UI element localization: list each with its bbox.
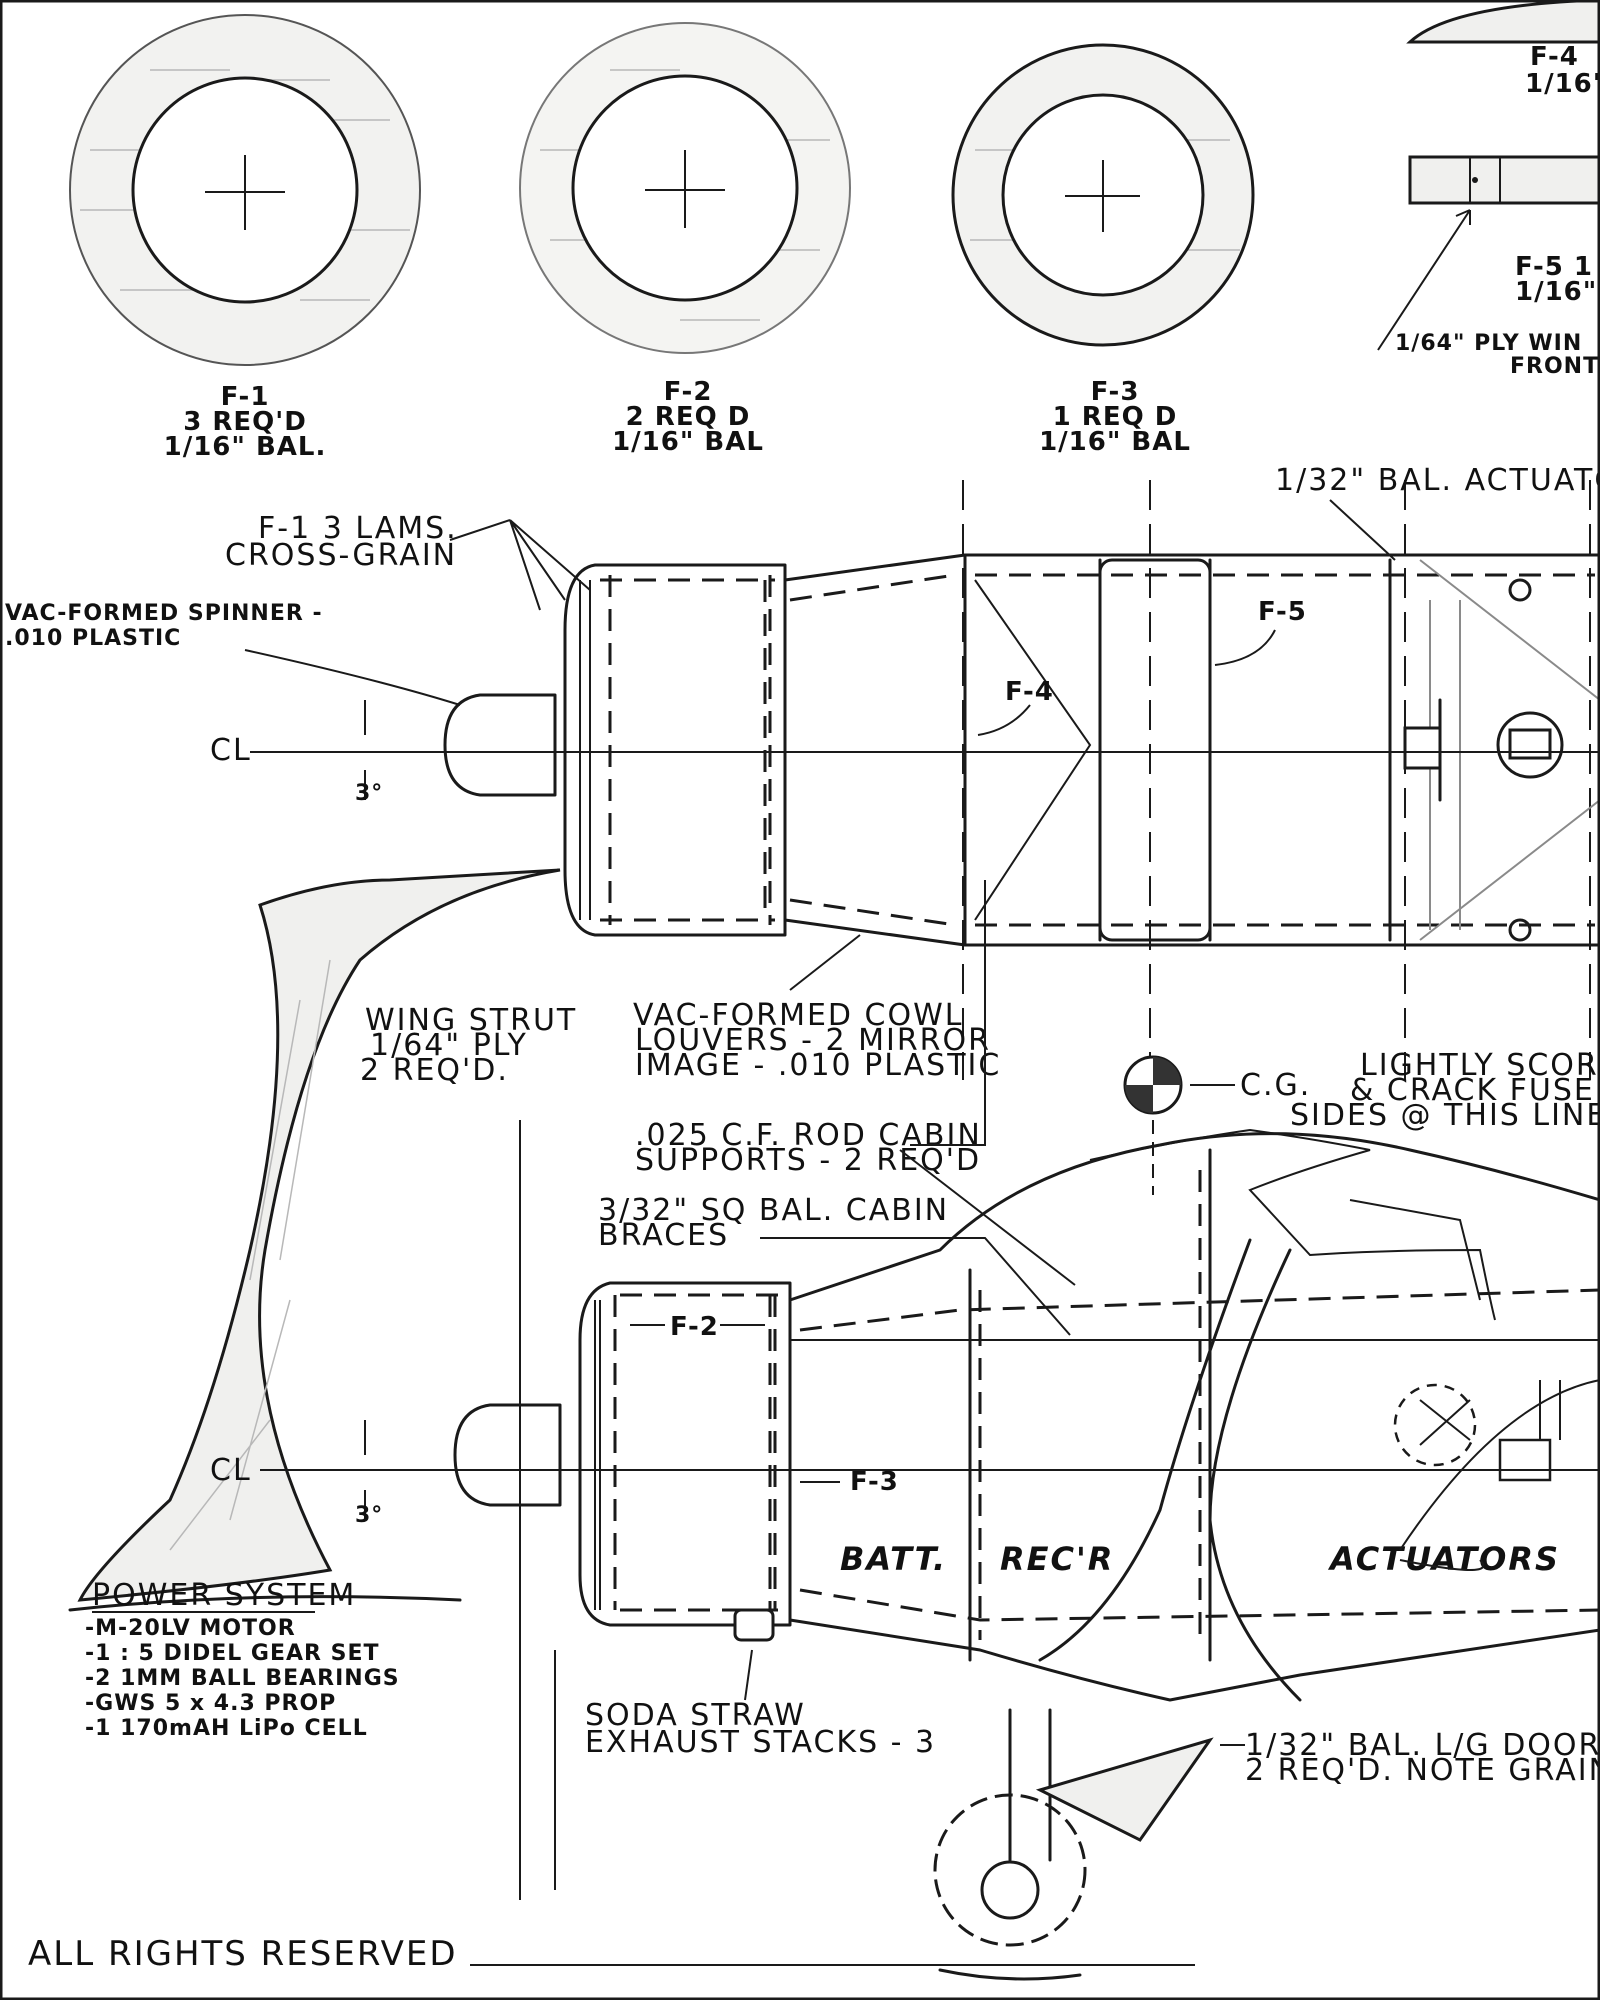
exhaust-line-2: EXHAUST STACKS - 3 xyxy=(585,1725,936,1760)
f4-part: F-4 1/16" xyxy=(1406,0,1600,99)
brace-line-1: 3/32" SQ BAL. CABIN xyxy=(598,1193,949,1228)
cowl-line-3: IMAGE - .010 PLASTIC xyxy=(635,1048,1001,1083)
power-item-4: -GWS 5 x 4.3 PROP xyxy=(85,1691,336,1716)
former-f3: F-3 1 REQ D 1/16" BAL xyxy=(951,43,1255,457)
former-f2: F-2 2 REQ D 1/16" BAL xyxy=(519,22,851,457)
doors-line-2: 2 REQ'D. NOTE GRAIN xyxy=(1245,1753,1600,1788)
strut-line-1: WING STRUT xyxy=(365,1003,577,1038)
power-system: POWER SYSTEM -M-20LV MOTOR -1 : 5 DIDEL … xyxy=(85,1578,400,1741)
f5-part: F-5 1 1/16" I 1/64" PLY WIN FRONT F xyxy=(1377,155,1600,379)
ply-note-2: FRONT F xyxy=(1510,354,1600,379)
score-line-3: SIDES @ THIS LINE — xyxy=(1290,1098,1600,1133)
f2-qty: 2 REQ D xyxy=(626,402,751,432)
f3-id: F-3 xyxy=(1091,377,1140,407)
cowl-line-2: LOUVERS - 2 MIRROR xyxy=(635,1023,991,1058)
cowl-line-1: VAC-FORMED COWL xyxy=(633,998,964,1033)
f3-material: 1/16" BAL xyxy=(1039,427,1191,457)
actuators-label: ACTUATORS xyxy=(1327,1540,1560,1578)
brace-line-2: BRACES xyxy=(598,1218,729,1253)
f1-lams-2: CROSS-GRAIN xyxy=(225,538,457,573)
power-item-3: -2 1MM BALL BEARINGS xyxy=(85,1666,400,1691)
rights-reserved: ALL RIGHTS RESERVED xyxy=(28,1934,458,1974)
power-item-1: -M-20LV MOTOR xyxy=(85,1616,296,1641)
exhaust-note: SODA STRAW EXHAUST STACKS - 3 xyxy=(585,1698,936,1760)
side-cl: CL xyxy=(210,1453,252,1488)
actuator-label: 1/32" BAL. ACTUATOR xyxy=(1275,463,1600,498)
f1-id: F-1 xyxy=(221,382,270,412)
doors-line-1: 1/32" BAL. L/G DOORS xyxy=(1245,1728,1600,1763)
f1-material: 1/16" BAL. xyxy=(164,432,327,462)
f1-qty: 3 REQ'D xyxy=(183,407,307,437)
f5-material: 1/16" I xyxy=(1515,277,1600,307)
side-angle: 3° xyxy=(355,1503,383,1528)
cabin-notes: .025 C.F. ROD CABIN SUPPORTS - 2 REQ'D 3… xyxy=(598,880,1076,1336)
top-view: CL 3° F-1 3 LAMS. CROSS-GRAIN VAC-FORMED… xyxy=(5,463,1600,1080)
recr-label: REC'R xyxy=(1000,1540,1114,1578)
ply-note-1: 1/64" PLY WIN xyxy=(1395,331,1582,356)
wing-strut: WING STRUT 1/64" PLY 2 REQ'D. xyxy=(68,868,577,1900)
f4-id: F-4 xyxy=(1530,42,1579,72)
f5-id: F-5 1 xyxy=(1515,252,1593,282)
score-line-2: & CRACK FUSELAGE xyxy=(1350,1073,1600,1108)
power-title: POWER SYSTEM xyxy=(92,1578,356,1613)
cg-label: C.G. xyxy=(1240,1068,1311,1103)
side-view: CL 3° F-2 F-3 BATT. REC'R ACTUATORS xyxy=(210,1128,1600,1981)
power-item-2: -1 : 5 DIDEL GEAR SET xyxy=(85,1641,380,1666)
spinner-2: .010 PLASTIC xyxy=(5,626,181,651)
f2-material: 1/16" BAL xyxy=(612,427,764,457)
f3-qty: 1 REQ D xyxy=(1053,402,1178,432)
former-f1: F-1 3 REQ'D 1/16" BAL. xyxy=(69,14,421,462)
doors-note: 1/32" BAL. L/G DOORS 2 REQ'D. NOTE GRAIN xyxy=(1245,1728,1600,1788)
side-f2: F-2 xyxy=(670,1312,719,1342)
cg-marker: C.G. LIGHTLY SCORE & CRACK FUSELAGE SIDE… xyxy=(1123,1048,1600,1195)
batt-label: BATT. xyxy=(840,1540,947,1578)
strut-line-3: 2 REQ'D. xyxy=(360,1053,509,1088)
f4-material: 1/16" xyxy=(1525,69,1600,99)
top-cl: CL xyxy=(210,733,252,768)
f1-lams-1: F-1 3 LAMS. xyxy=(258,511,458,546)
top-f5: F-5 xyxy=(1258,597,1307,627)
side-f3: F-3 xyxy=(850,1467,899,1497)
exhaust-line-1: SODA STRAW xyxy=(585,1698,806,1733)
spinner-1: VAC-FORMED SPINNER - xyxy=(5,601,323,626)
f2-id: F-2 xyxy=(664,377,713,407)
power-item-5: -1 170mAH LiPo CELL xyxy=(85,1716,368,1741)
rod-line-1: .025 C.F. ROD CABIN xyxy=(635,1118,982,1153)
score-line-1: LIGHTLY SCORE xyxy=(1360,1048,1600,1083)
cowl-note: VAC-FORMED COWL LOUVERS - 2 MIRROR IMAGE… xyxy=(633,934,1001,1083)
top-f4: F-4 xyxy=(1005,677,1054,707)
strut-line-2: 1/64" PLY xyxy=(370,1028,528,1063)
top-angle: 3° xyxy=(355,781,383,806)
rod-line-2: SUPPORTS - 2 REQ'D xyxy=(635,1143,981,1178)
